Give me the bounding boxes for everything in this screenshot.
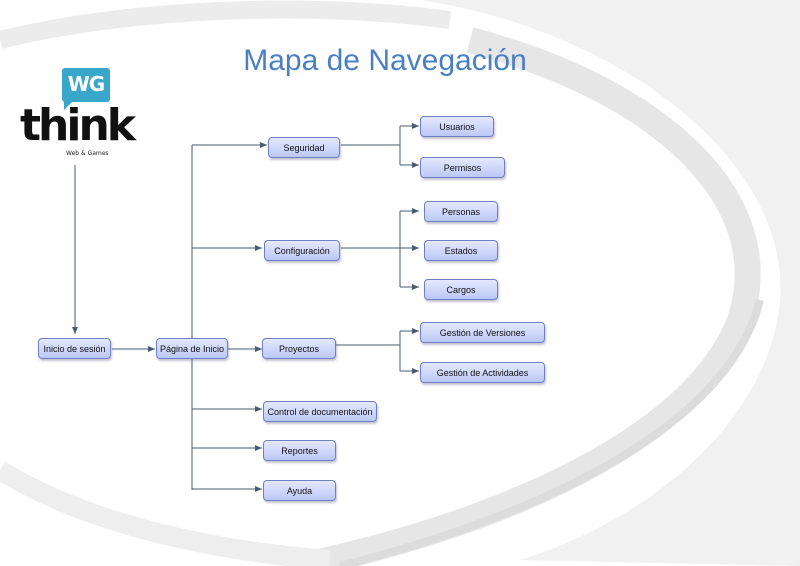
node-pagina-de-inicio: Página de Inicio [156,338,228,359]
node-ayuda: Ayuda [263,480,336,501]
logo-badge-tail [64,102,72,110]
node-gestion-de-versiones: Gestión de Versiones [420,322,545,343]
logo-wordmark: think [20,100,136,151]
node-cargos: Cargos [424,279,498,300]
page-title: Mapa de Navegación [243,44,527,77]
node-reportes: Reportes [263,440,336,461]
node-seguridad: Seguridad [268,137,340,158]
node-gestion-de-actividades: Gestión de Actividades [420,362,545,383]
node-usuarios: Usuarios [420,116,494,137]
logo-badge-text: WG [67,72,105,96]
node-permisos: Permisos [420,157,505,178]
think-logo: WG think Web & Games [20,68,136,158]
node-configuracion: Configuración [264,240,340,261]
node-personas: Personas [424,201,498,222]
node-proyectos: Proyectos [262,338,336,359]
logo-tagline: Web & Games [66,150,109,157]
node-estados: Estados [424,240,498,261]
logo-badge: WG [62,68,110,102]
node-inicio-de-sesion: Inicio de sesión [38,338,111,359]
node-control-de-documentacion: Control de documentación [263,401,377,422]
